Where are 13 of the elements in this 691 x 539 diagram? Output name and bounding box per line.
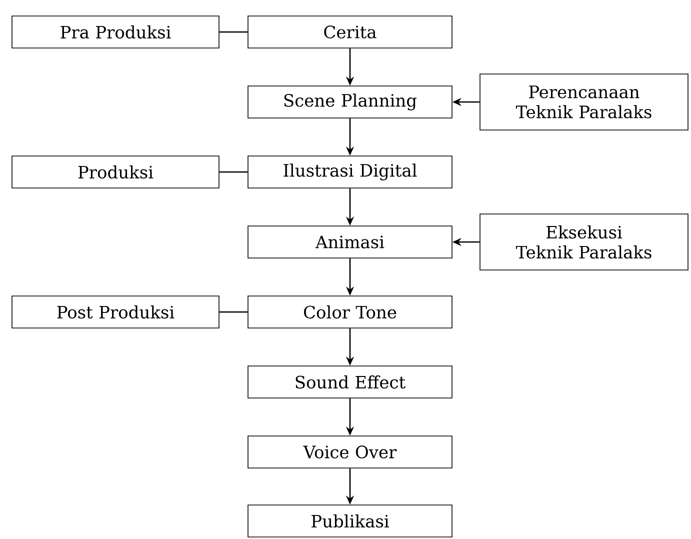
process-box: Eksekusi Teknik Paralaks (480, 214, 688, 270)
process-box: Voice Over (248, 436, 452, 468)
process-box: Perencanaan Teknik Paralaks (480, 74, 688, 130)
process-box: Animasi (248, 226, 452, 258)
process-box: Post Produksi (12, 296, 220, 328)
process-box: Publikasi (248, 504, 452, 538)
process-box: Ilustrasi Digital (248, 156, 452, 188)
process-box: Produksi (12, 156, 220, 188)
process-box: Pra Produksi (12, 16, 220, 48)
process-box: Cerita (248, 16, 452, 48)
process-box: Scene Planning (248, 86, 452, 118)
process-box: Color Tone (248, 296, 452, 328)
process-box: Sound Effect (248, 366, 452, 398)
